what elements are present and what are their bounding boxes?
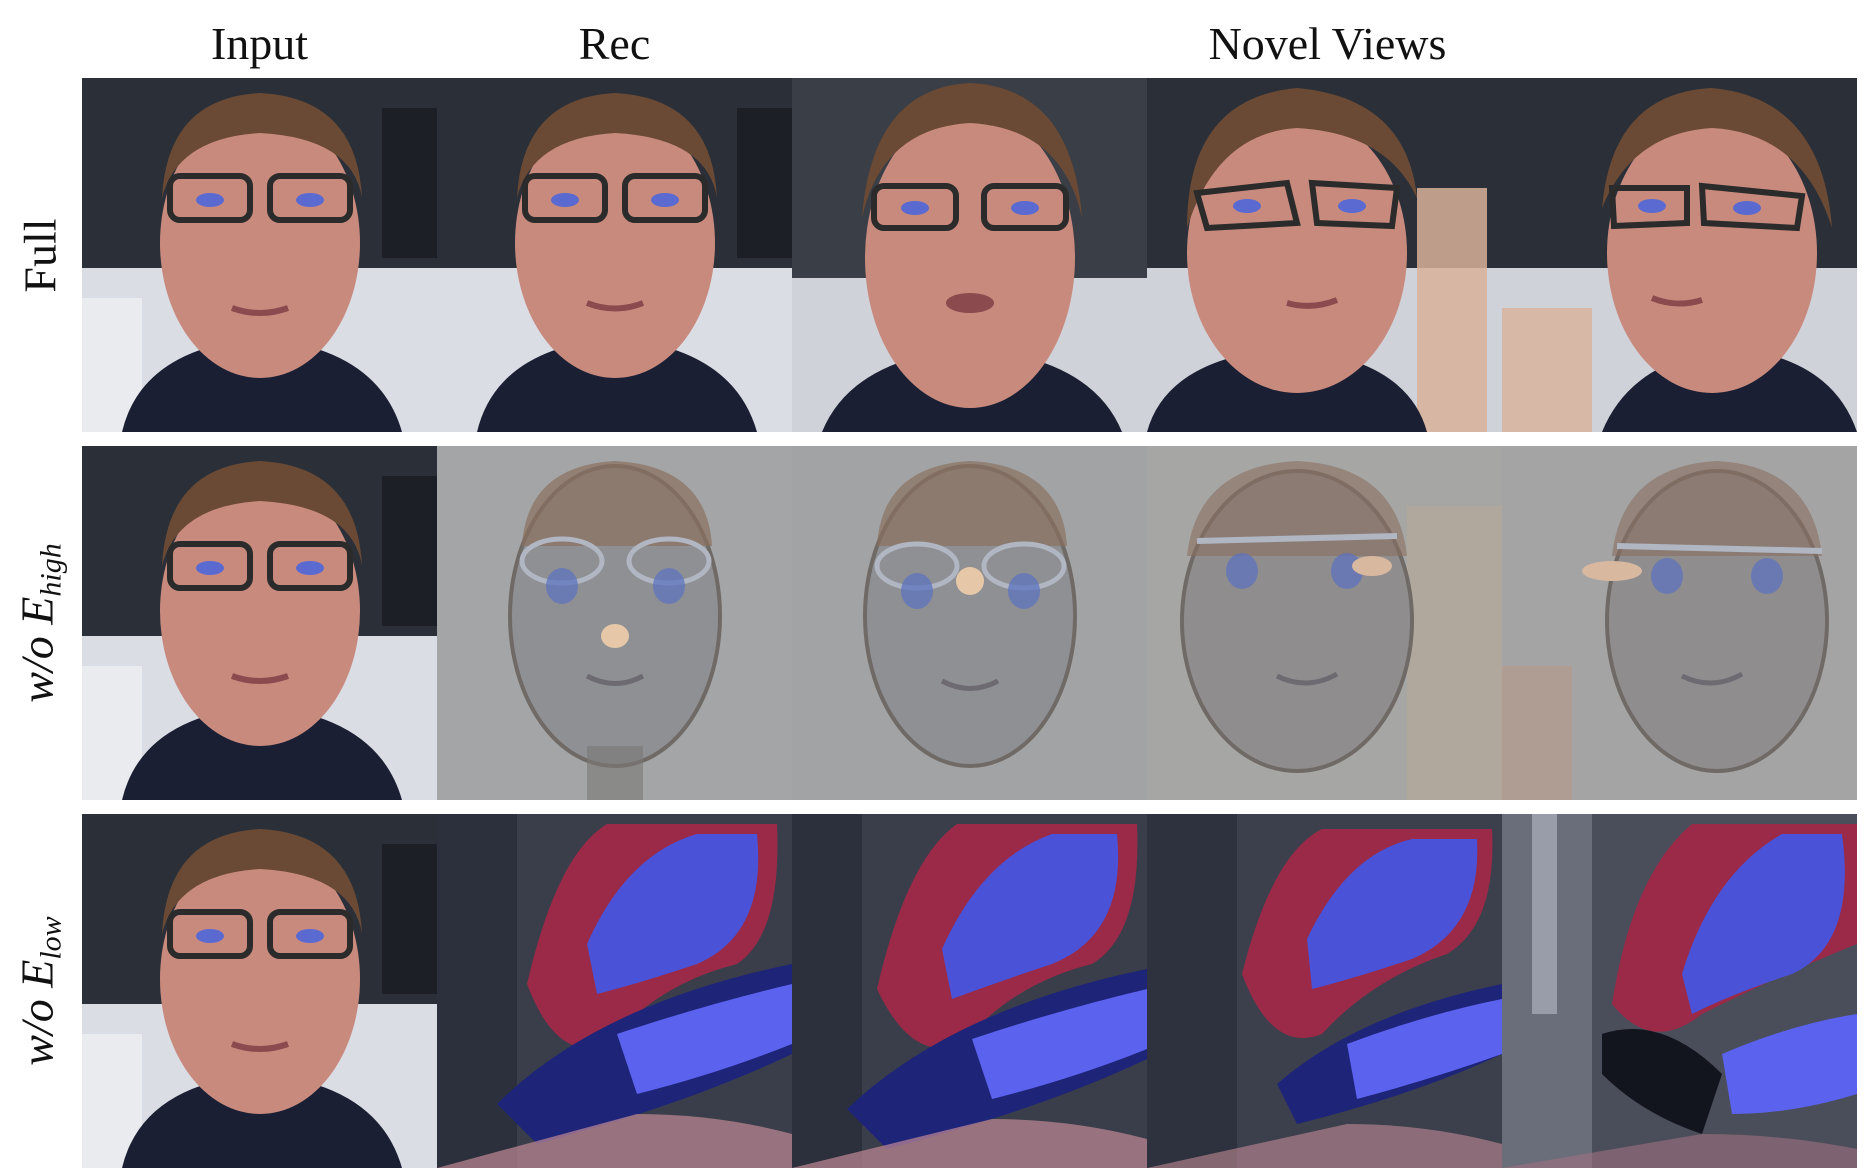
image-wo-ehigh-novel-2 (1147, 446, 1502, 800)
row-label-full-text: Full (14, 217, 66, 293)
image-wo-elow-rec (437, 814, 792, 1168)
row-label-wo-ehigh-sub: high (35, 543, 68, 597)
image-wo-ehigh-input (82, 446, 437, 800)
row-label-wo-elow-main: w/o E (12, 959, 64, 1066)
header-rec: Rec (578, 18, 651, 69)
image-full-novel-2 (1147, 78, 1502, 432)
image-full-rec (437, 78, 792, 432)
image-full-novel-3 (1502, 78, 1857, 432)
image-wo-ehigh-rec (437, 446, 792, 800)
row-label-wo-elow-sub: low (35, 916, 69, 960)
image-full-input (82, 78, 437, 432)
row-label-wo-elow: w/o Elow (0, 814, 80, 1168)
image-wo-elow-novel-3 (1502, 814, 1857, 1168)
image-wo-elow-input (82, 814, 437, 1168)
image-wo-ehigh-novel-1 (792, 446, 1147, 800)
header-input: Input (210, 18, 309, 69)
header-novel-views: Novel Views (1208, 18, 1447, 69)
row-label-wo-ehigh: w/o Ehigh (0, 446, 80, 800)
image-wo-elow-novel-1 (792, 814, 1147, 1168)
row-label-wo-ehigh-main: w/o E (12, 596, 63, 703)
image-wo-ehigh-novel-3 (1502, 446, 1857, 800)
row-label-full: Full (0, 78, 80, 432)
image-wo-elow-novel-2 (1147, 814, 1502, 1168)
image-full-novel-1 (792, 78, 1147, 432)
